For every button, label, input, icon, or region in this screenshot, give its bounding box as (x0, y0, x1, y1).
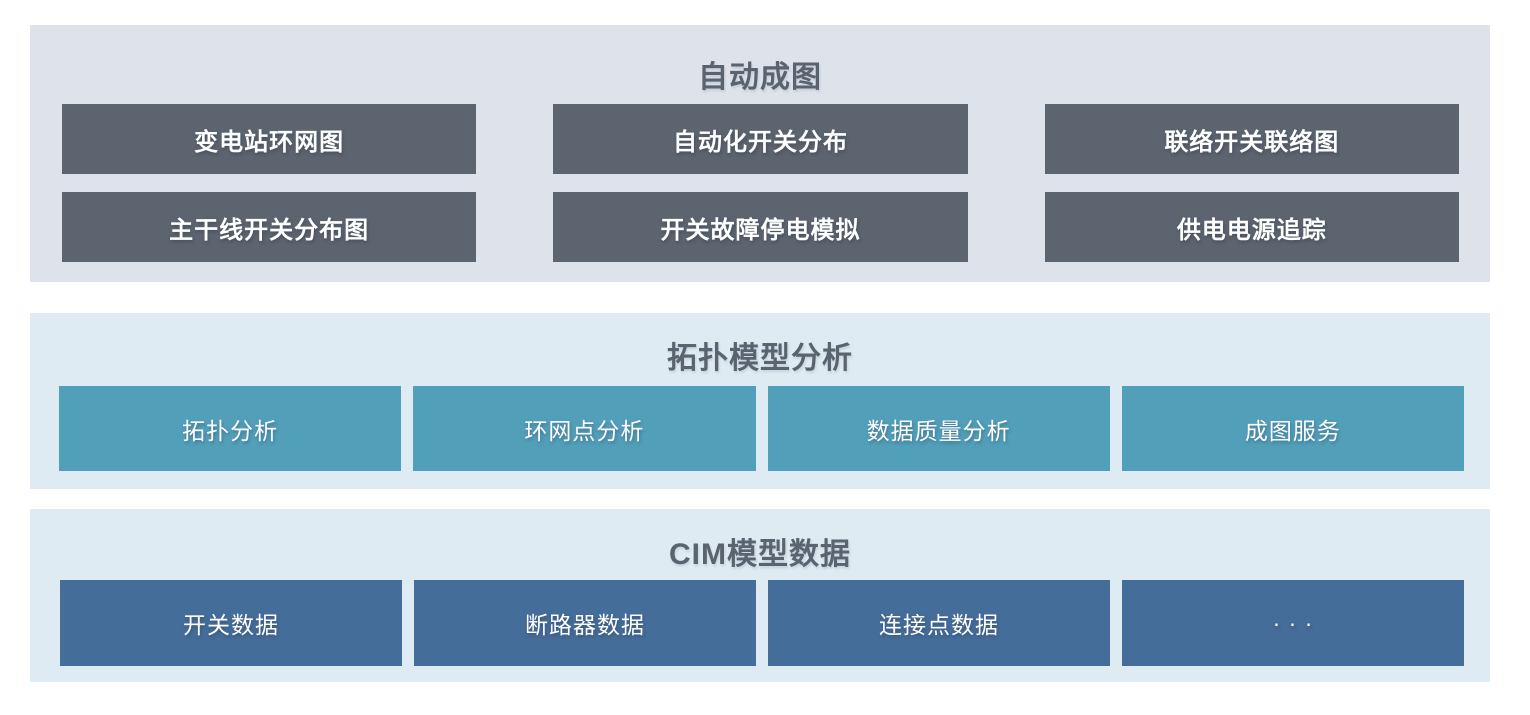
module-substation-ring-network-diagram: 变电站环网图 (62, 104, 477, 174)
layer-title-topology-model-analysis: 拓扑模型分析 (667, 342, 853, 375)
layer-cim-model-data: CIM模型数据 开关数据 断路器数据 连接点数据 · · · (30, 509, 1490, 682)
topology-analysis-modules: 拓扑分析 环网点分析 数据质量分析 成图服务 (59, 386, 1464, 471)
module-power-supply-source-tracing: 供电电源追踪 (1044, 192, 1459, 262)
module-ring-network-point-analysis: 环网点分析 (413, 386, 756, 471)
module-tie-switch-connection-diagram: 联络开关联络图 (1044, 104, 1459, 174)
module-circuit-breaker-data: 断路器数据 (414, 580, 756, 666)
module-automated-switch-distribution: 自动化开关分布 (553, 104, 968, 174)
module-connection-point-data: 连接点数据 (768, 580, 1110, 666)
module-switch-fault-outage-simulation: 开关故障停电模拟 (553, 192, 968, 262)
cim-data-modules: 开关数据 断路器数据 连接点数据 · · · (60, 580, 1464, 666)
layer-title-cim-model-data: CIM模型数据 (669, 538, 851, 571)
auto-diagram-modules: 变电站环网图 自动化开关分布 联络开关联络图 主干线开关分布图 开关故障停电模拟… (62, 104, 1459, 262)
module-diagram-generation-service: 成图服务 (1121, 386, 1464, 471)
module-trunk-line-switch-distribution-diagram: 主干线开关分布图 (62, 192, 477, 262)
module-switch-data: 开关数据 (60, 580, 402, 666)
module-more-data-ellipsis: · · · (1122, 580, 1464, 666)
layer-title-auto-diagram-generation: 自动成图 (698, 61, 822, 94)
module-topology-analysis: 拓扑分析 (59, 386, 402, 471)
module-data-quality-analysis: 数据质量分析 (767, 386, 1110, 471)
layer-topology-model-analysis: 拓扑模型分析 拓扑分析 环网点分析 数据质量分析 成图服务 (30, 313, 1490, 489)
layer-auto-diagram-generation: 自动成图 变电站环网图 自动化开关分布 联络开关联络图 主干线开关分布图 开关故… (30, 25, 1490, 282)
